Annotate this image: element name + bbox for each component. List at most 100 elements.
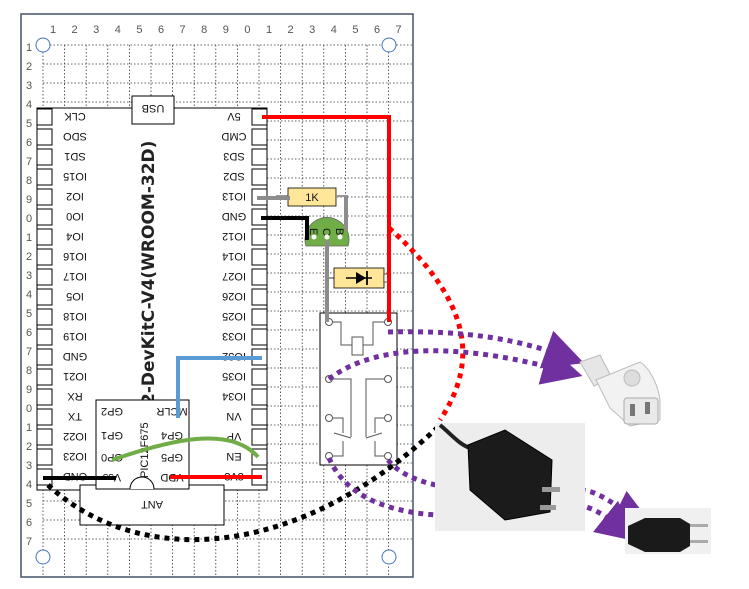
row-number: 6 <box>26 137 32 149</box>
esp32-pin-label: CMD <box>221 130 246 142</box>
mount-hole-top-right <box>381 37 397 53</box>
column-number: 8 <box>201 24 207 36</box>
esp32-pin-label: TX <box>67 410 82 422</box>
column-number: 5 <box>136 24 142 36</box>
resistor-1k: 1K <box>276 187 348 207</box>
esp32-pin-pad <box>36 208 53 226</box>
esp32-pin-label: IO35 <box>222 370 246 382</box>
transistor-pin-b: B <box>333 228 345 235</box>
column-number: 9 <box>223 24 229 36</box>
esp32-pin-pad <box>36 128 53 146</box>
wire-ac-to-plug-2 <box>326 457 637 542</box>
wire-5v <box>262 115 391 322</box>
esp32-pin-pad <box>36 188 53 206</box>
row-number: 0 <box>26 213 32 225</box>
column-number: 0 <box>244 24 250 36</box>
wire-ac-red-dotted <box>387 226 466 422</box>
esp32-pin-label: IO17 <box>63 270 87 282</box>
esp32-pin-label: IO26 <box>222 290 246 302</box>
esp32-pin-pad <box>36 408 53 426</box>
relay <box>319 312 398 466</box>
row-number: 1 <box>26 42 32 54</box>
esp32-pin-pad <box>251 268 268 286</box>
esp32-pin-pad <box>251 308 268 326</box>
esp32-pin-label: IO33 <box>222 330 246 342</box>
wire-gnd-adapter-dotted <box>46 423 442 543</box>
esp32-pin-pad <box>251 428 268 446</box>
esp32-pin-pad <box>36 248 53 266</box>
mount-hole-bottom-left <box>35 549 51 565</box>
esp32-pin-label: IO2 <box>66 190 84 202</box>
esp32-pin-label: IO34 <box>222 390 246 402</box>
esp32-left-pins: CLKSDOSD1IO15IO2IO0IO4IO16IO17IO5IO18IO1… <box>36 108 88 486</box>
row-number: 6 <box>26 517 32 529</box>
pic-pin-label: GP1 <box>101 429 123 441</box>
esp32-pin-label: CLK <box>64 110 86 122</box>
ac-plug-image <box>625 508 711 554</box>
pic-pin-label: GP4 <box>161 429 183 441</box>
column-number: 1 <box>50 24 56 36</box>
esp32-pin-label: GND <box>222 210 247 222</box>
row-number: 6 <box>26 327 32 339</box>
esp32-pin-label: IO19 <box>63 330 87 342</box>
ant-label: ANT <box>141 498 163 510</box>
esp32-pin-pad <box>251 248 268 266</box>
diode <box>326 267 390 289</box>
transistor-pin-e: E <box>307 228 319 235</box>
esp32-pin-pad <box>251 228 268 246</box>
esp32-pin-pad <box>36 308 53 326</box>
esp32-pin-pad <box>251 368 268 386</box>
esp32-pin-label: IO18 <box>63 310 87 322</box>
esp32-pin-pad <box>251 328 268 346</box>
usb-label: USB <box>142 102 165 114</box>
resistor-label: 1K <box>305 192 319 204</box>
esp32-pin-label: SD1 <box>64 150 85 162</box>
esp32-pin-pad <box>36 168 53 186</box>
row-number: 1 <box>26 232 32 244</box>
esp32-pin-pad <box>36 328 53 346</box>
esp32-pin-pad <box>251 388 268 406</box>
esp32-pin-pad <box>251 288 268 306</box>
column-number: 3 <box>93 24 99 36</box>
wire-ac-to-outlet-1 <box>387 329 585 369</box>
column-number: 4 <box>331 24 337 36</box>
column-number: 7 <box>396 24 402 36</box>
row-number: 5 <box>26 308 32 320</box>
esp32-pin-label: EN <box>226 450 241 462</box>
row-number: 7 <box>26 346 32 358</box>
esp32-pin-label: IO27 <box>222 270 246 282</box>
row-number: 9 <box>26 194 32 206</box>
esp32-pin-pad <box>36 228 53 246</box>
esp32-pin-pad <box>36 448 53 466</box>
wire-io32-mclr <box>176 356 262 418</box>
esp32-pin-label: IO4 <box>66 230 84 242</box>
row-number: 5 <box>26 498 32 510</box>
row-number: 8 <box>26 365 32 377</box>
esp32-pin-pad <box>36 148 53 166</box>
pic-pin-label: MCLR <box>156 405 187 417</box>
esp32-pin-label: IO13 <box>222 190 246 202</box>
pic-pin-label: GP5 <box>161 451 183 463</box>
pic-pin-label: GP2 <box>101 405 123 417</box>
column-number: 2 <box>288 24 294 36</box>
esp32-pin-label: GND <box>63 350 88 362</box>
esp32-pin-label: IO16 <box>63 250 87 262</box>
row-number: 3 <box>26 80 32 92</box>
esp32-pin-pad <box>36 428 53 446</box>
row-number: 5 <box>26 118 32 130</box>
esp32-pin-label: RX <box>67 390 83 402</box>
esp32-pin-pad <box>36 368 53 386</box>
board-title: 2-DevKitC-V4(WROOM-32D) <box>139 141 159 405</box>
row-number: 4 <box>26 479 32 491</box>
esp32-pin-label: SDO <box>63 130 87 142</box>
esp32-right-pins: 5VCMDSD3SD2IO13GNDIO12IO14IO27IO26IO25IO… <box>221 108 268 486</box>
wire-gnd-transistor <box>261 216 309 240</box>
ac-outlet-image <box>579 354 661 427</box>
esp32-pin-pad <box>251 408 268 426</box>
row-number: 3 <box>26 270 32 282</box>
wire-gp0-en <box>111 436 260 462</box>
esp32-pin-pad <box>251 168 268 186</box>
ac-adapter-image <box>435 423 585 531</box>
